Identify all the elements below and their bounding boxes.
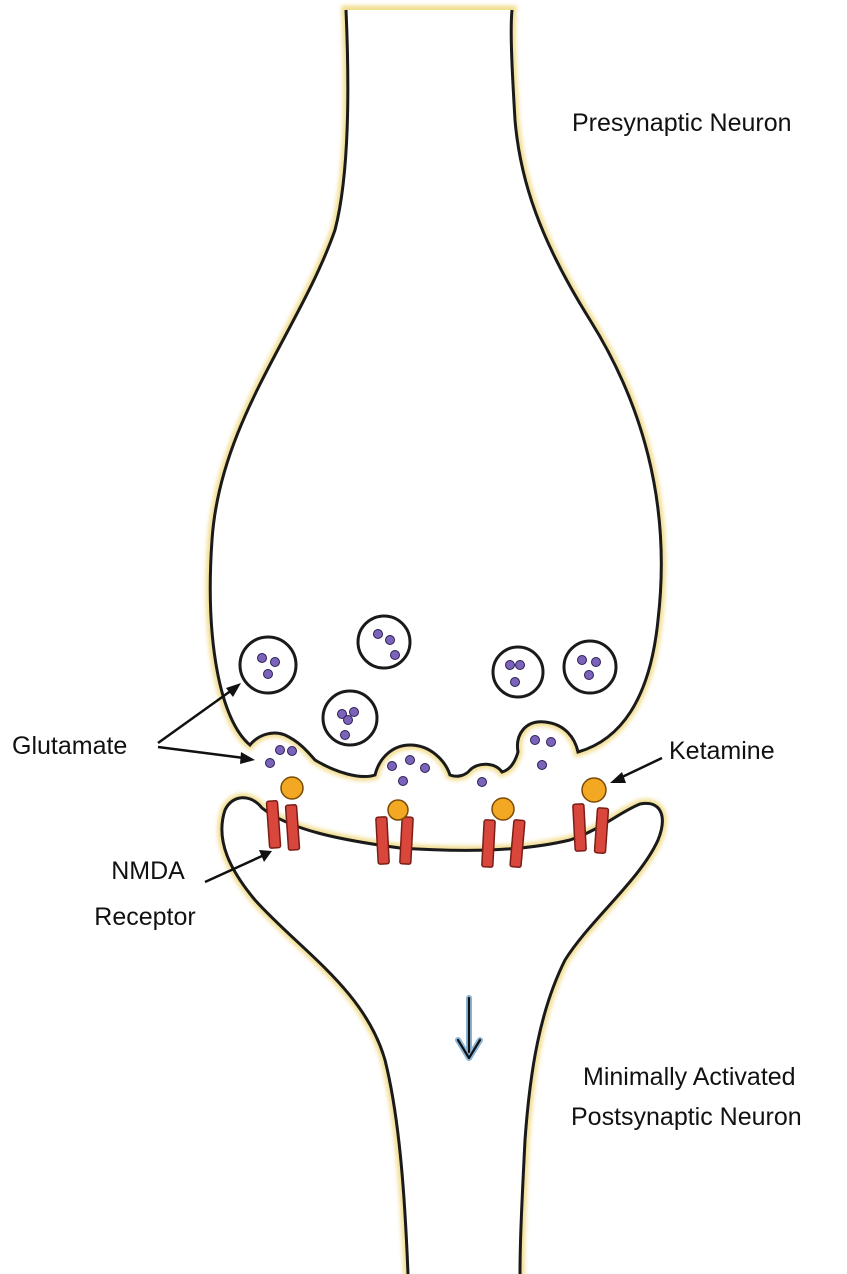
glutamate-arrow-lower <box>158 747 255 764</box>
glutamate-molecule <box>374 630 383 639</box>
ketamine-molecule <box>492 798 514 820</box>
glutamate-molecule <box>341 731 350 740</box>
ketamine-molecule <box>582 778 606 802</box>
glutamate-molecule <box>344 716 353 725</box>
glutamate-molecule <box>547 738 556 747</box>
vesicle <box>564 641 616 693</box>
postsynaptic-label-line2: Postsynaptic Neuron <box>571 1103 802 1131</box>
glutamate-molecule <box>406 756 415 765</box>
glutamate-molecule <box>271 658 280 667</box>
ketamine-arrow <box>610 758 662 783</box>
vesicle <box>358 616 410 668</box>
glutamate-molecule <box>399 777 408 786</box>
glutamate-molecule <box>350 708 359 717</box>
glutamate-molecule <box>386 636 395 645</box>
glutamate-molecule <box>511 678 520 687</box>
glutamate-molecule <box>421 764 430 773</box>
glutamate-molecule <box>264 670 273 679</box>
postsynaptic-label-line1: Minimally Activated <box>583 1063 796 1091</box>
glutamate-molecule <box>516 661 525 670</box>
glutamate-label: Glutamate <box>12 732 127 760</box>
glutamate-molecule <box>276 746 285 755</box>
glutamate-molecule <box>388 762 397 771</box>
ketamine-molecules <box>281 777 606 820</box>
glutamate-molecule <box>391 651 400 660</box>
vesicle <box>240 637 296 693</box>
glutamate-molecule <box>538 761 547 770</box>
ketamine-molecule <box>281 777 303 799</box>
glutamate-molecule <box>585 671 594 680</box>
ketamine-molecule <box>388 800 408 820</box>
glutamate-molecule <box>506 661 515 670</box>
glutamate-molecule <box>258 654 267 663</box>
glutamate-molecule <box>266 759 275 768</box>
glutamate-molecule <box>592 658 601 667</box>
nmda-label-line1: NMDA <box>111 857 185 885</box>
vesicle <box>493 647 543 697</box>
glutamate-molecule <box>531 736 540 745</box>
ketamine-label: Ketamine <box>669 737 775 765</box>
postsynaptic-neuron <box>222 798 662 1274</box>
glutamate-molecule <box>288 747 297 756</box>
presynaptic-label: Presynaptic Neuron <box>572 109 792 137</box>
vesicle <box>323 691 377 745</box>
nmda-label-line2: Receptor <box>94 903 195 931</box>
glutamate-molecule <box>478 778 487 787</box>
postsynaptic-membrane <box>222 798 662 1274</box>
glutamate-molecule <box>578 656 587 665</box>
